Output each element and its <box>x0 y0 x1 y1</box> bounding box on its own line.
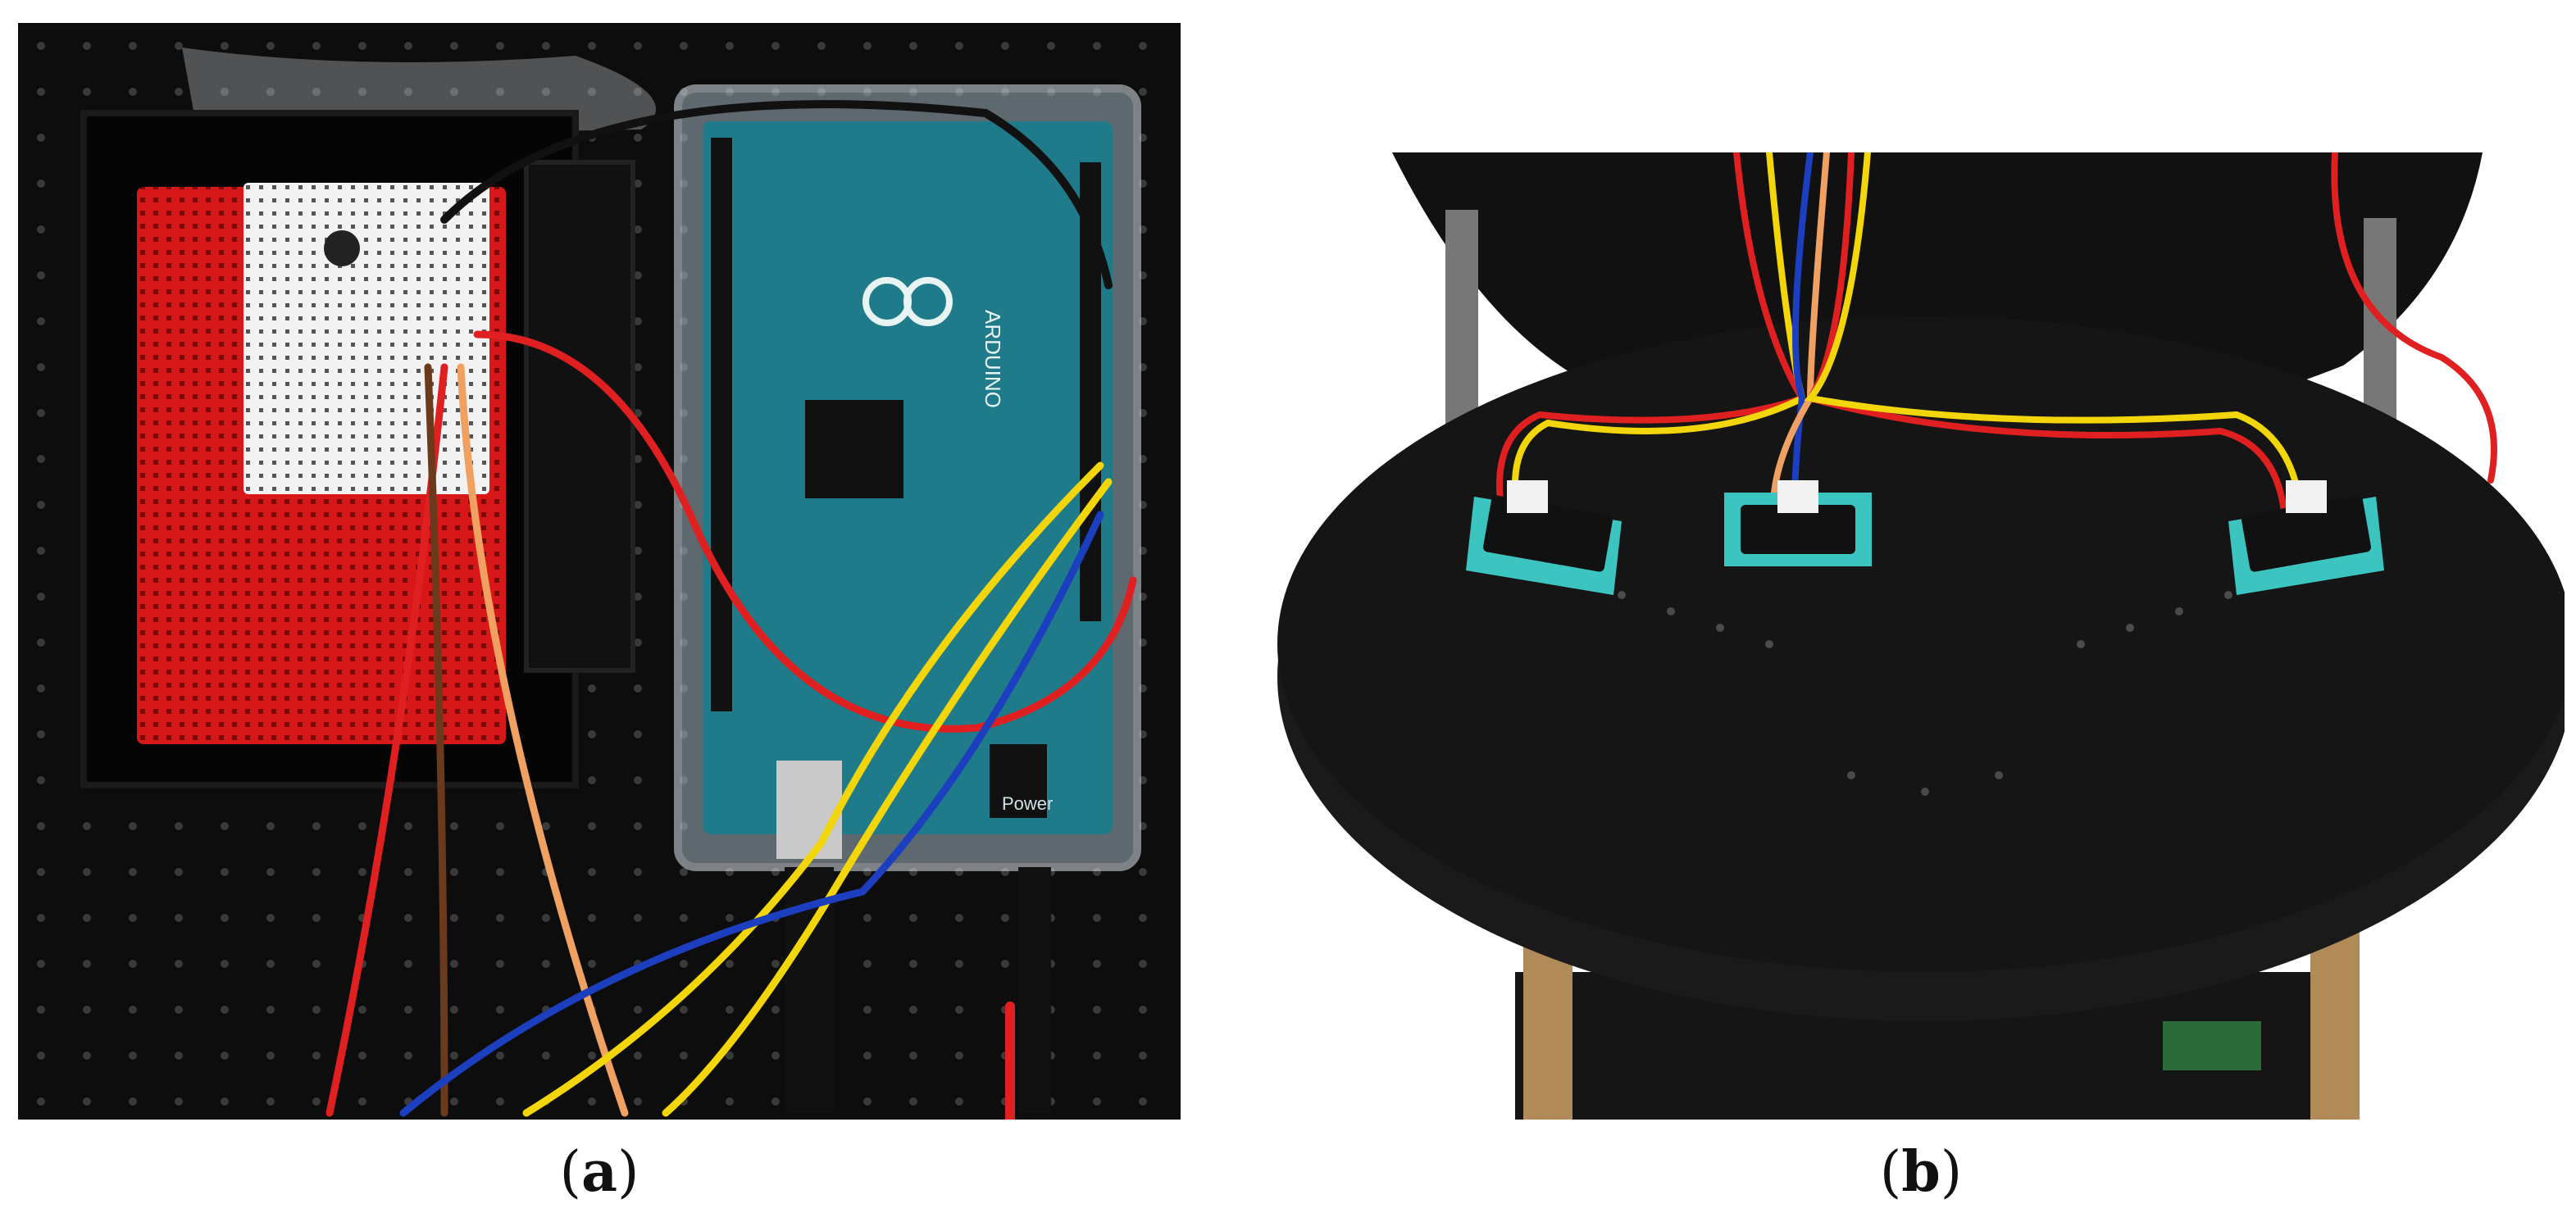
ir-sensor-right <box>2228 480 2384 595</box>
arduino-setup-illustration: ARDUINO Power <box>18 23 1181 1120</box>
robot-sensors-illustration <box>1277 152 2565 1120</box>
microcontroller-chip <box>805 400 903 498</box>
jumper-wires <box>325 100 1137 1120</box>
arduino-board <box>703 121 1113 834</box>
caption-b-letter: b <box>1901 1139 1941 1205</box>
caption-a: (a) <box>559 1139 639 1205</box>
usb-port <box>776 761 842 859</box>
white-mini-breadboard <box>243 183 489 494</box>
power-label: Power <box>1002 793 1053 814</box>
caption-a-letter: a <box>580 1139 618 1205</box>
caption-b: (b) <box>1879 1139 1963 1205</box>
photo-robot-sensors <box>1277 152 2565 1120</box>
ir-sensor-middle <box>1724 480 1872 566</box>
photo-arduino-setup: ARDUINO Power <box>18 23 1181 1120</box>
ir-sensor-left <box>1466 480 1622 595</box>
power-jack <box>990 744 1047 818</box>
board-text: ARDUINO <box>981 310 1005 408</box>
